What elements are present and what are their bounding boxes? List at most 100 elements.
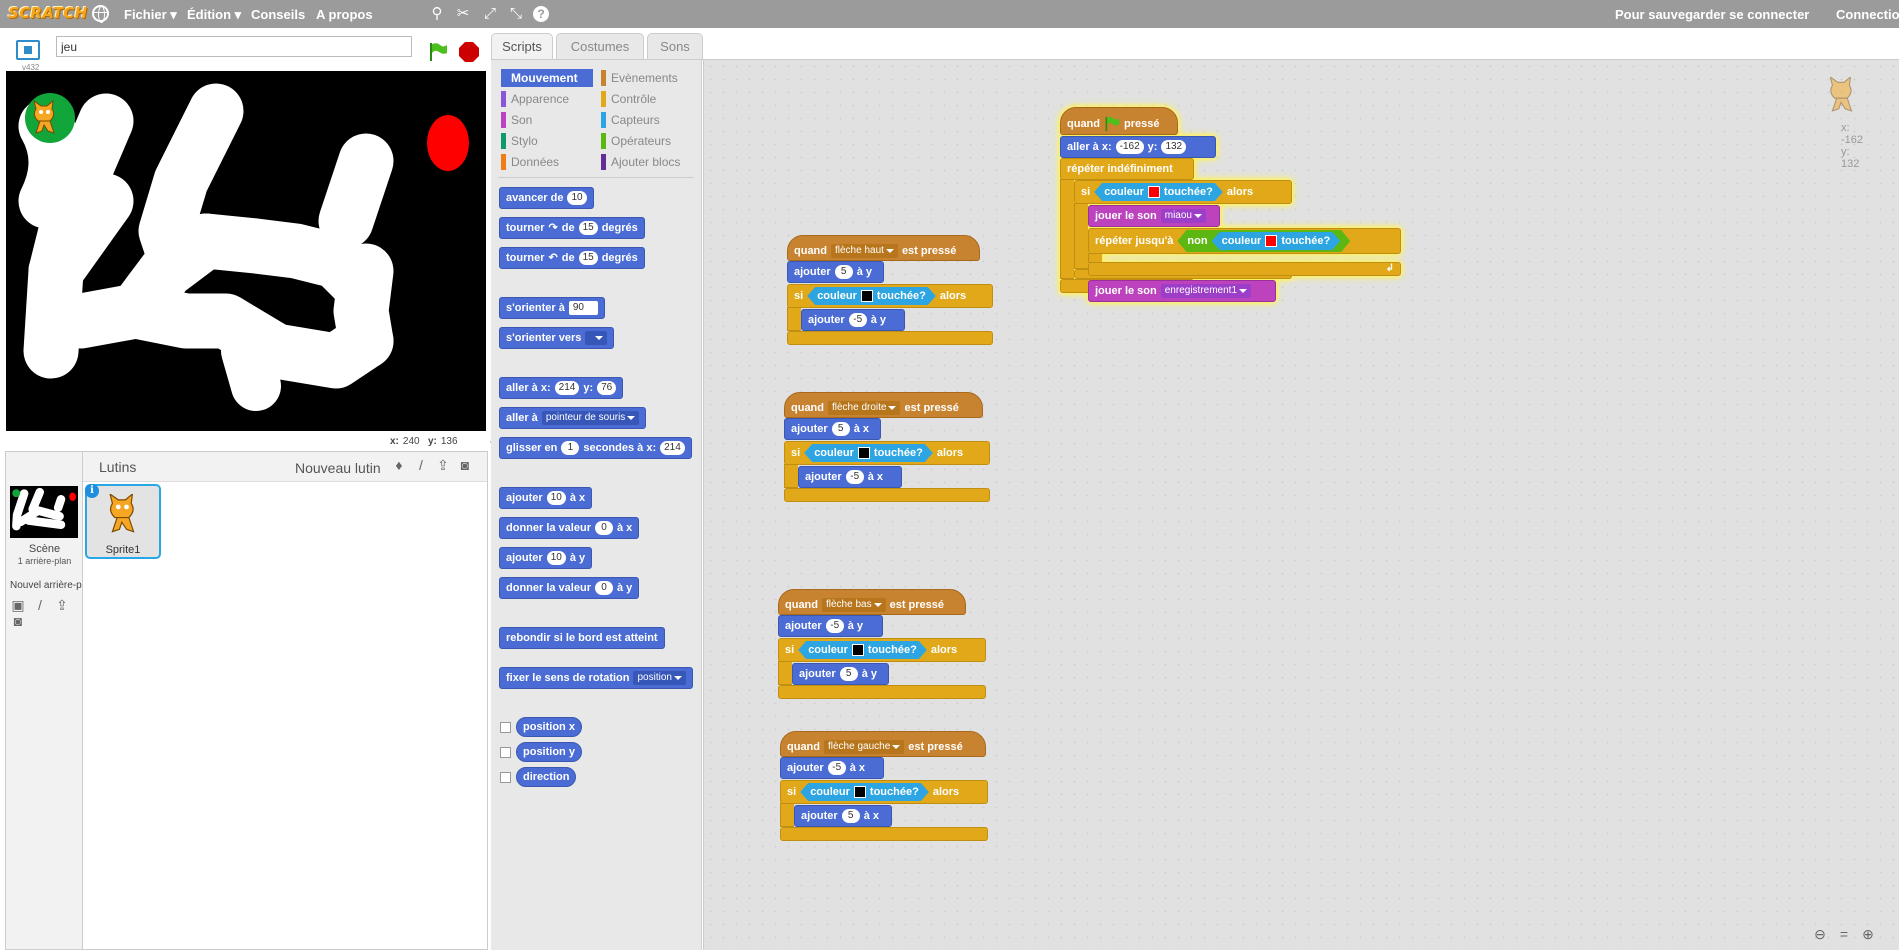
tab-scripts[interactable]: Scripts xyxy=(491,33,553,60)
paint-brush-icon[interactable]: / xyxy=(38,597,42,613)
block-forever[interactable]: répéter indéfiniment xyxy=(1060,158,1194,180)
checkbox-y-position[interactable] xyxy=(500,747,511,758)
sprite-tile[interactable]: i Sprite1 xyxy=(85,484,161,559)
grow-icon[interactable]: ⤢ xyxy=(483,5,496,22)
menu-about[interactable]: A propos xyxy=(316,7,373,22)
menu-edit[interactable]: Édition ▾ xyxy=(187,7,242,22)
category-pen[interactable]: Stylo xyxy=(501,132,593,150)
tab-costumes[interactable]: Costumes xyxy=(556,33,644,60)
backdrop-library-icon[interactable]: ▣ xyxy=(11,597,25,613)
color-swatch-black[interactable] xyxy=(861,290,873,302)
upload-icon[interactable]: ⇪ xyxy=(56,597,68,613)
zoom-reset-icon[interactable]: = xyxy=(1839,926,1849,942)
category-data[interactable]: Données xyxy=(501,153,593,171)
paint-sprite-icon[interactable]: / xyxy=(419,457,423,473)
sprite-library-icon[interactable]: ♦ xyxy=(395,457,403,473)
scripts-area[interactable]: x: -162 y: 132 quand pressé aller à x:-1… xyxy=(703,60,1899,950)
category-control[interactable]: Contrôle xyxy=(601,90,693,108)
duplicate-stamp-icon[interactable]: ⚲ xyxy=(431,5,443,22)
help-icon[interactable]: ? xyxy=(533,6,549,22)
category-operators[interactable]: Opérateurs xyxy=(601,132,693,150)
block-point-towards[interactable]: s'orienter vers xyxy=(499,327,615,349)
category-sensing[interactable]: Capteurs xyxy=(601,111,693,129)
checkbox-x-position[interactable] xyxy=(500,722,511,733)
shrink-icon[interactable]: ⤡ xyxy=(509,5,522,22)
color-swatch-black[interactable] xyxy=(852,644,864,656)
hat-green-flag[interactable]: quand pressé xyxy=(1060,107,1178,135)
menu-file[interactable]: Fichier ▾ xyxy=(124,7,177,22)
reporter-x-position[interactable]: position x xyxy=(516,717,582,737)
color-swatch-black[interactable] xyxy=(858,447,870,459)
category-more-blocks[interactable]: Ajouter blocs xyxy=(601,153,693,171)
camera-icon[interactable]: ◙ xyxy=(13,613,23,629)
stage-canvas[interactable] xyxy=(6,71,486,431)
category-looks[interactable]: Apparence xyxy=(501,90,593,108)
upload-sprite-icon[interactable]: ⇪ xyxy=(437,457,449,473)
block-bounce[interactable]: rebondir si le bord est atteint xyxy=(499,627,665,649)
project-title-input[interactable] xyxy=(56,36,412,57)
menu-tips[interactable]: Conseils xyxy=(251,7,306,22)
fullscreen-icon[interactable] xyxy=(16,40,40,60)
connect-link[interactable]: Connection xyxy=(1836,7,1899,22)
zoom-out-icon[interactable]: ⊖ xyxy=(1814,926,1826,942)
signin-link[interactable]: Pour sauvegarder se connecter xyxy=(1615,7,1810,22)
category-motion[interactable]: Mouvement xyxy=(501,69,593,87)
color-swatch-red[interactable] xyxy=(1148,186,1160,198)
reporter-direction[interactable]: direction xyxy=(516,767,577,787)
tab-sounds[interactable]: Sons xyxy=(647,33,703,60)
color-swatch-black[interactable] xyxy=(854,786,866,798)
color-swatch-red[interactable] xyxy=(1265,235,1277,247)
reporter-y-position[interactable]: position y xyxy=(516,742,582,762)
zoom-in-icon[interactable]: ⊕ xyxy=(1862,926,1874,942)
delete-cut-icon[interactable]: ✂ xyxy=(456,5,470,22)
green-flag-icon[interactable] xyxy=(428,42,448,62)
info-icon[interactable]: i xyxy=(85,484,99,498)
language-globe-icon[interactable] xyxy=(92,5,109,23)
sprite-cat-icon[interactable] xyxy=(33,99,55,134)
checkbox-direction[interactable] xyxy=(500,772,511,783)
scratch-logo[interactable]: SCRATCH xyxy=(8,4,88,22)
category-sound[interactable]: Son xyxy=(501,111,593,129)
stop-icon[interactable] xyxy=(459,42,479,62)
